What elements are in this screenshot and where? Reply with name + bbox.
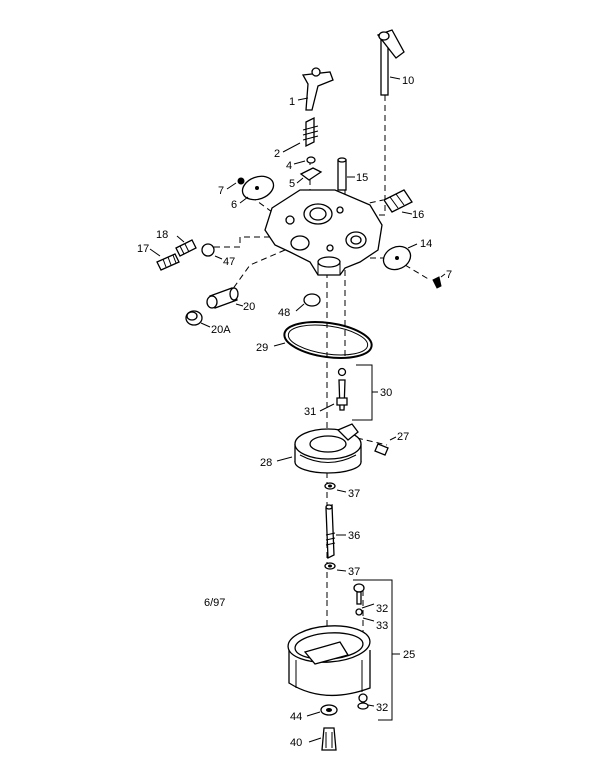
- label-part-10: 10: [402, 75, 414, 87]
- label-part-25: 25: [403, 649, 415, 661]
- part-44-bowl-washer: [306, 704, 338, 717]
- part-1-throttle-shaft: [297, 67, 334, 111]
- part-48-seal: [295, 293, 321, 312]
- label-part-31: 31: [304, 406, 316, 418]
- part-47-plug: [201, 243, 223, 260]
- label-part-27: 27: [397, 431, 409, 443]
- part-25-float-bowl: [287, 625, 371, 697]
- label-part-40: 40: [290, 737, 302, 749]
- label-part-37-upper: 37: [348, 488, 360, 500]
- label-part-29: 29: [256, 342, 268, 354]
- label-part-32-upper: 32: [376, 603, 388, 615]
- part-32-33-drain-parts: [353, 579, 400, 721]
- part-20-sleeve: [206, 287, 244, 309]
- callout-labels: 1 10 2 4 5 15 7 6 16 18 17 14 47 7 20 48…: [137, 75, 452, 749]
- part-27-float-pin: [374, 436, 397, 456]
- part-29-bowl-gasket: [273, 321, 373, 359]
- label-part-48: 48: [278, 307, 290, 319]
- label-part-33: 33: [376, 620, 388, 632]
- part-30-31-inlet-needle: [319, 364, 378, 421]
- label-part-32-lower: 32: [376, 702, 388, 714]
- label-part-18: 18: [156, 229, 168, 241]
- part-37-lower-washer: [324, 562, 347, 572]
- label-part-30: 30: [380, 387, 392, 399]
- label-part-4: 4: [286, 160, 292, 172]
- label-part-7-lower: 7: [446, 269, 452, 281]
- label-part-16: 16: [412, 209, 424, 221]
- label-part-47: 47: [223, 256, 235, 268]
- part-36-main-nozzle: [325, 503, 346, 560]
- label-part-15: 15: [356, 172, 368, 184]
- label-part-2: 2: [274, 148, 280, 160]
- label-part-5: 5: [289, 178, 295, 190]
- part-14-choke-plate: [382, 243, 446, 289]
- part-28-float: [276, 423, 362, 474]
- label-part-36: 36: [348, 530, 360, 542]
- label-part-7-upper: 7: [218, 185, 224, 197]
- label-part-14: 14: [420, 238, 432, 250]
- carburetor-body: [264, 189, 383, 276]
- part-17-18-idle-mixture-screw: [149, 235, 197, 271]
- part-20a-cap: [185, 310, 211, 328]
- label-part-20a: 20A: [211, 324, 231, 336]
- label-part-28: 28: [260, 457, 272, 469]
- label-part-1: 1: [289, 96, 295, 108]
- label-part-6: 6: [231, 199, 237, 211]
- part-10-choke-shaft: [376, 29, 405, 96]
- part-37-upper-washer: [324, 482, 347, 493]
- part-15-fuel-tube: [337, 157, 355, 191]
- date-code: 6/97: [204, 597, 225, 609]
- part-16-fitting: [383, 189, 413, 215]
- part-40-bowl-nut: [308, 727, 337, 751]
- part-32-lower-gasket: [357, 693, 375, 710]
- label-part-20: 20: [243, 301, 255, 313]
- part-2-4-5-idle-screw-stack: [282, 116, 323, 184]
- label-part-44: 44: [290, 711, 302, 723]
- label-part-37-lower: 37: [348, 566, 360, 578]
- label-part-17: 17: [137, 243, 149, 255]
- part-6-throttle-plate: [226, 175, 275, 204]
